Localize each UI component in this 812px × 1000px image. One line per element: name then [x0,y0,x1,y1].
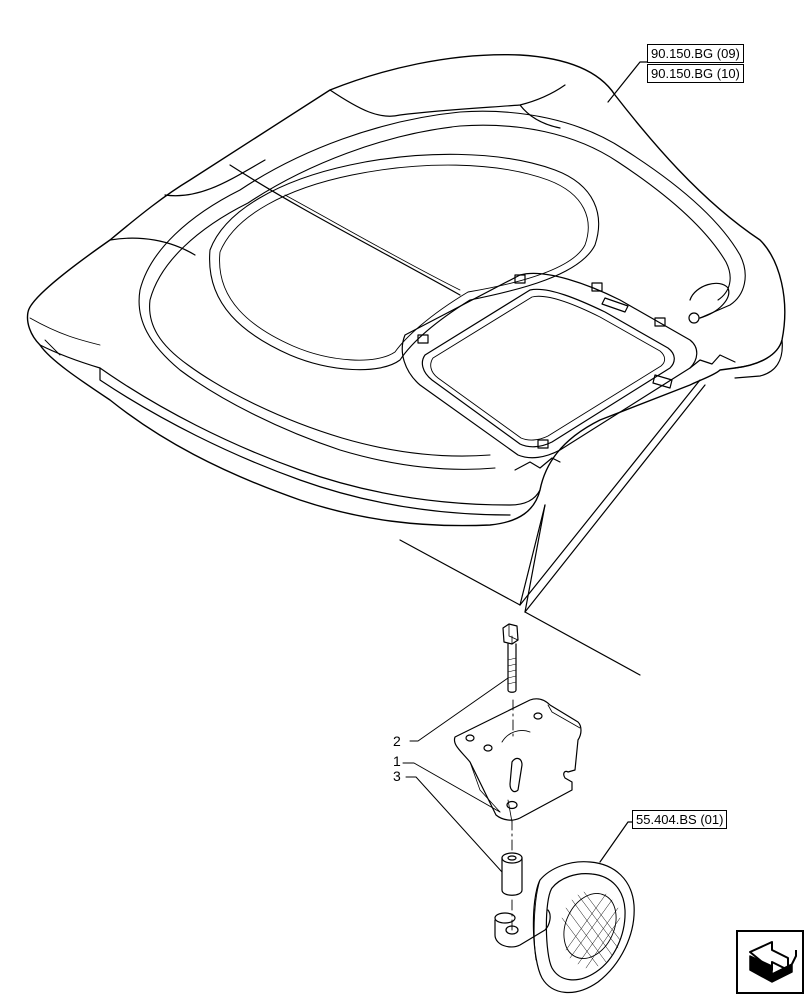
work-light [494,861,635,994]
callout-item-2: 2 [393,733,401,749]
explode-leaders [399,379,706,676]
hex-bolt [502,623,519,693]
cab-roof-panel [26,53,786,527]
navigation-arrow-icon[interactable] [736,930,804,994]
spacer-sleeve [501,852,523,896]
mounting-bracket [453,698,582,823]
light-ref-leader [599,821,637,863]
callout-item-3: 3 [393,768,401,784]
callout-item-1: 1 [393,753,401,769]
reference-box-roof-1[interactable]: 90.150.BG (09) [647,44,744,63]
callout-leaders [402,677,509,873]
reference-box-roof-2[interactable]: 90.150.BG (10) [647,64,744,83]
reference-box-work-light[interactable]: 55.404.BS (01) [632,810,728,829]
roof-ref-leader [607,61,651,103]
